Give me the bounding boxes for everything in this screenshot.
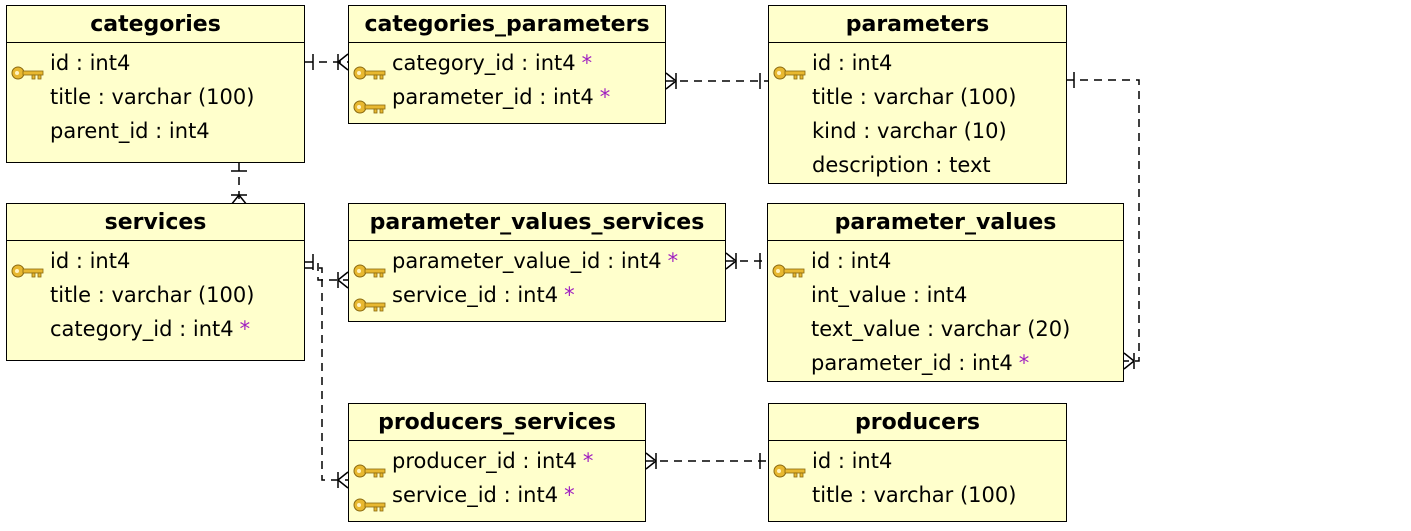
relation-services-producers-services xyxy=(305,267,349,489)
entity-title: services xyxy=(7,204,304,241)
relation-parameters-categories-parameters xyxy=(665,72,768,90)
key-icon xyxy=(11,254,44,278)
key-icon xyxy=(772,254,805,278)
attribute-text: int_value : int4 xyxy=(811,283,968,307)
key-icon xyxy=(11,56,44,80)
entity-categories[interactable]: categories id : int4 title : varchar (10… xyxy=(6,5,305,163)
entity-services[interactable]: services id : int4 title : varchar (100)… xyxy=(6,203,305,361)
attribute-text: producer_id : int4 xyxy=(392,449,577,473)
fk-marker: * xyxy=(564,283,575,307)
key-icon xyxy=(353,254,386,278)
relation-producers-producers-services xyxy=(645,452,768,470)
attribute-text: service_id : int4 xyxy=(392,483,559,507)
entity-title: producers xyxy=(769,404,1066,441)
attribute-text: category_id : int4 xyxy=(392,51,576,75)
attribute-text: parent_id : int4 xyxy=(50,119,210,143)
entity-producers-services[interactable]: producers_services producer_id : int4* s… xyxy=(348,403,646,522)
fk-marker: * xyxy=(667,249,679,273)
attribute-text: title : varchar (100) xyxy=(812,85,1017,109)
entity-title: parameter_values_services xyxy=(349,204,725,241)
entity-parameter-values[interactable]: parameter_values id : int4 int_value : i… xyxy=(767,203,1124,382)
entity-title: categories_parameters xyxy=(349,6,665,43)
attribute-text: description : text xyxy=(812,153,991,177)
entity-title: categories xyxy=(7,6,304,43)
attribute-text: parameter_value_id : int4 xyxy=(392,249,662,273)
attribute-text: id : int4 xyxy=(812,51,893,75)
attribute-text: parameter_id : int4 xyxy=(392,85,594,109)
relation-services-parameter-values-services xyxy=(305,254,349,289)
attribute-text: category_id : int4 xyxy=(50,317,234,341)
key-icon xyxy=(353,454,386,478)
attribute-text: id : int4 xyxy=(812,449,893,473)
key-icon xyxy=(353,56,386,80)
attribute-text: id : int4 xyxy=(50,249,131,273)
attribute-text: service_id : int4 xyxy=(392,283,559,307)
relation-parameter-values-parameter-values-services xyxy=(725,252,767,270)
entity-title: parameters xyxy=(769,6,1066,43)
fk-marker: * xyxy=(1018,351,1030,375)
attribute-text: title : varchar (100) xyxy=(50,283,255,307)
relation-categories-categories-parameters xyxy=(305,53,349,71)
fk-marker: * xyxy=(581,51,593,75)
attribute-text: text_value : varchar (20) xyxy=(811,317,1071,341)
entity-categories-parameters[interactable]: categories_parameters category_id : int4… xyxy=(348,5,666,124)
fk-marker: * xyxy=(599,85,611,109)
relation-categories-services xyxy=(230,163,248,206)
relation-parameters-parameter-values xyxy=(1066,72,1140,370)
attribute-text: title : varchar (100) xyxy=(812,483,1017,507)
attribute-text: title : varchar (100) xyxy=(50,85,255,109)
entity-title: parameter_values xyxy=(768,204,1123,241)
attribute-text: id : int4 xyxy=(50,51,131,75)
key-icon xyxy=(773,454,806,478)
fk-marker: * xyxy=(582,449,594,473)
attribute-text: parameter_id : int4 xyxy=(811,351,1013,375)
fk-marker: * xyxy=(564,483,575,507)
key-icon xyxy=(773,56,806,80)
entity-title: producers_services xyxy=(349,404,645,441)
entity-parameters[interactable]: parameters id : int4 title : varchar (10… xyxy=(768,5,1067,184)
attribute-text: id : int4 xyxy=(811,249,892,273)
entity-parameter-values-services[interactable]: parameter_values_services parameter_valu… xyxy=(348,203,726,322)
key-icon xyxy=(353,488,386,512)
key-icon xyxy=(353,288,386,312)
fk-marker: * xyxy=(239,317,251,341)
key-icon xyxy=(353,90,386,114)
attribute-text: kind : varchar (10) xyxy=(812,119,1007,143)
entity-producers[interactable]: producers id : int4 title : varchar (100… xyxy=(768,403,1067,522)
